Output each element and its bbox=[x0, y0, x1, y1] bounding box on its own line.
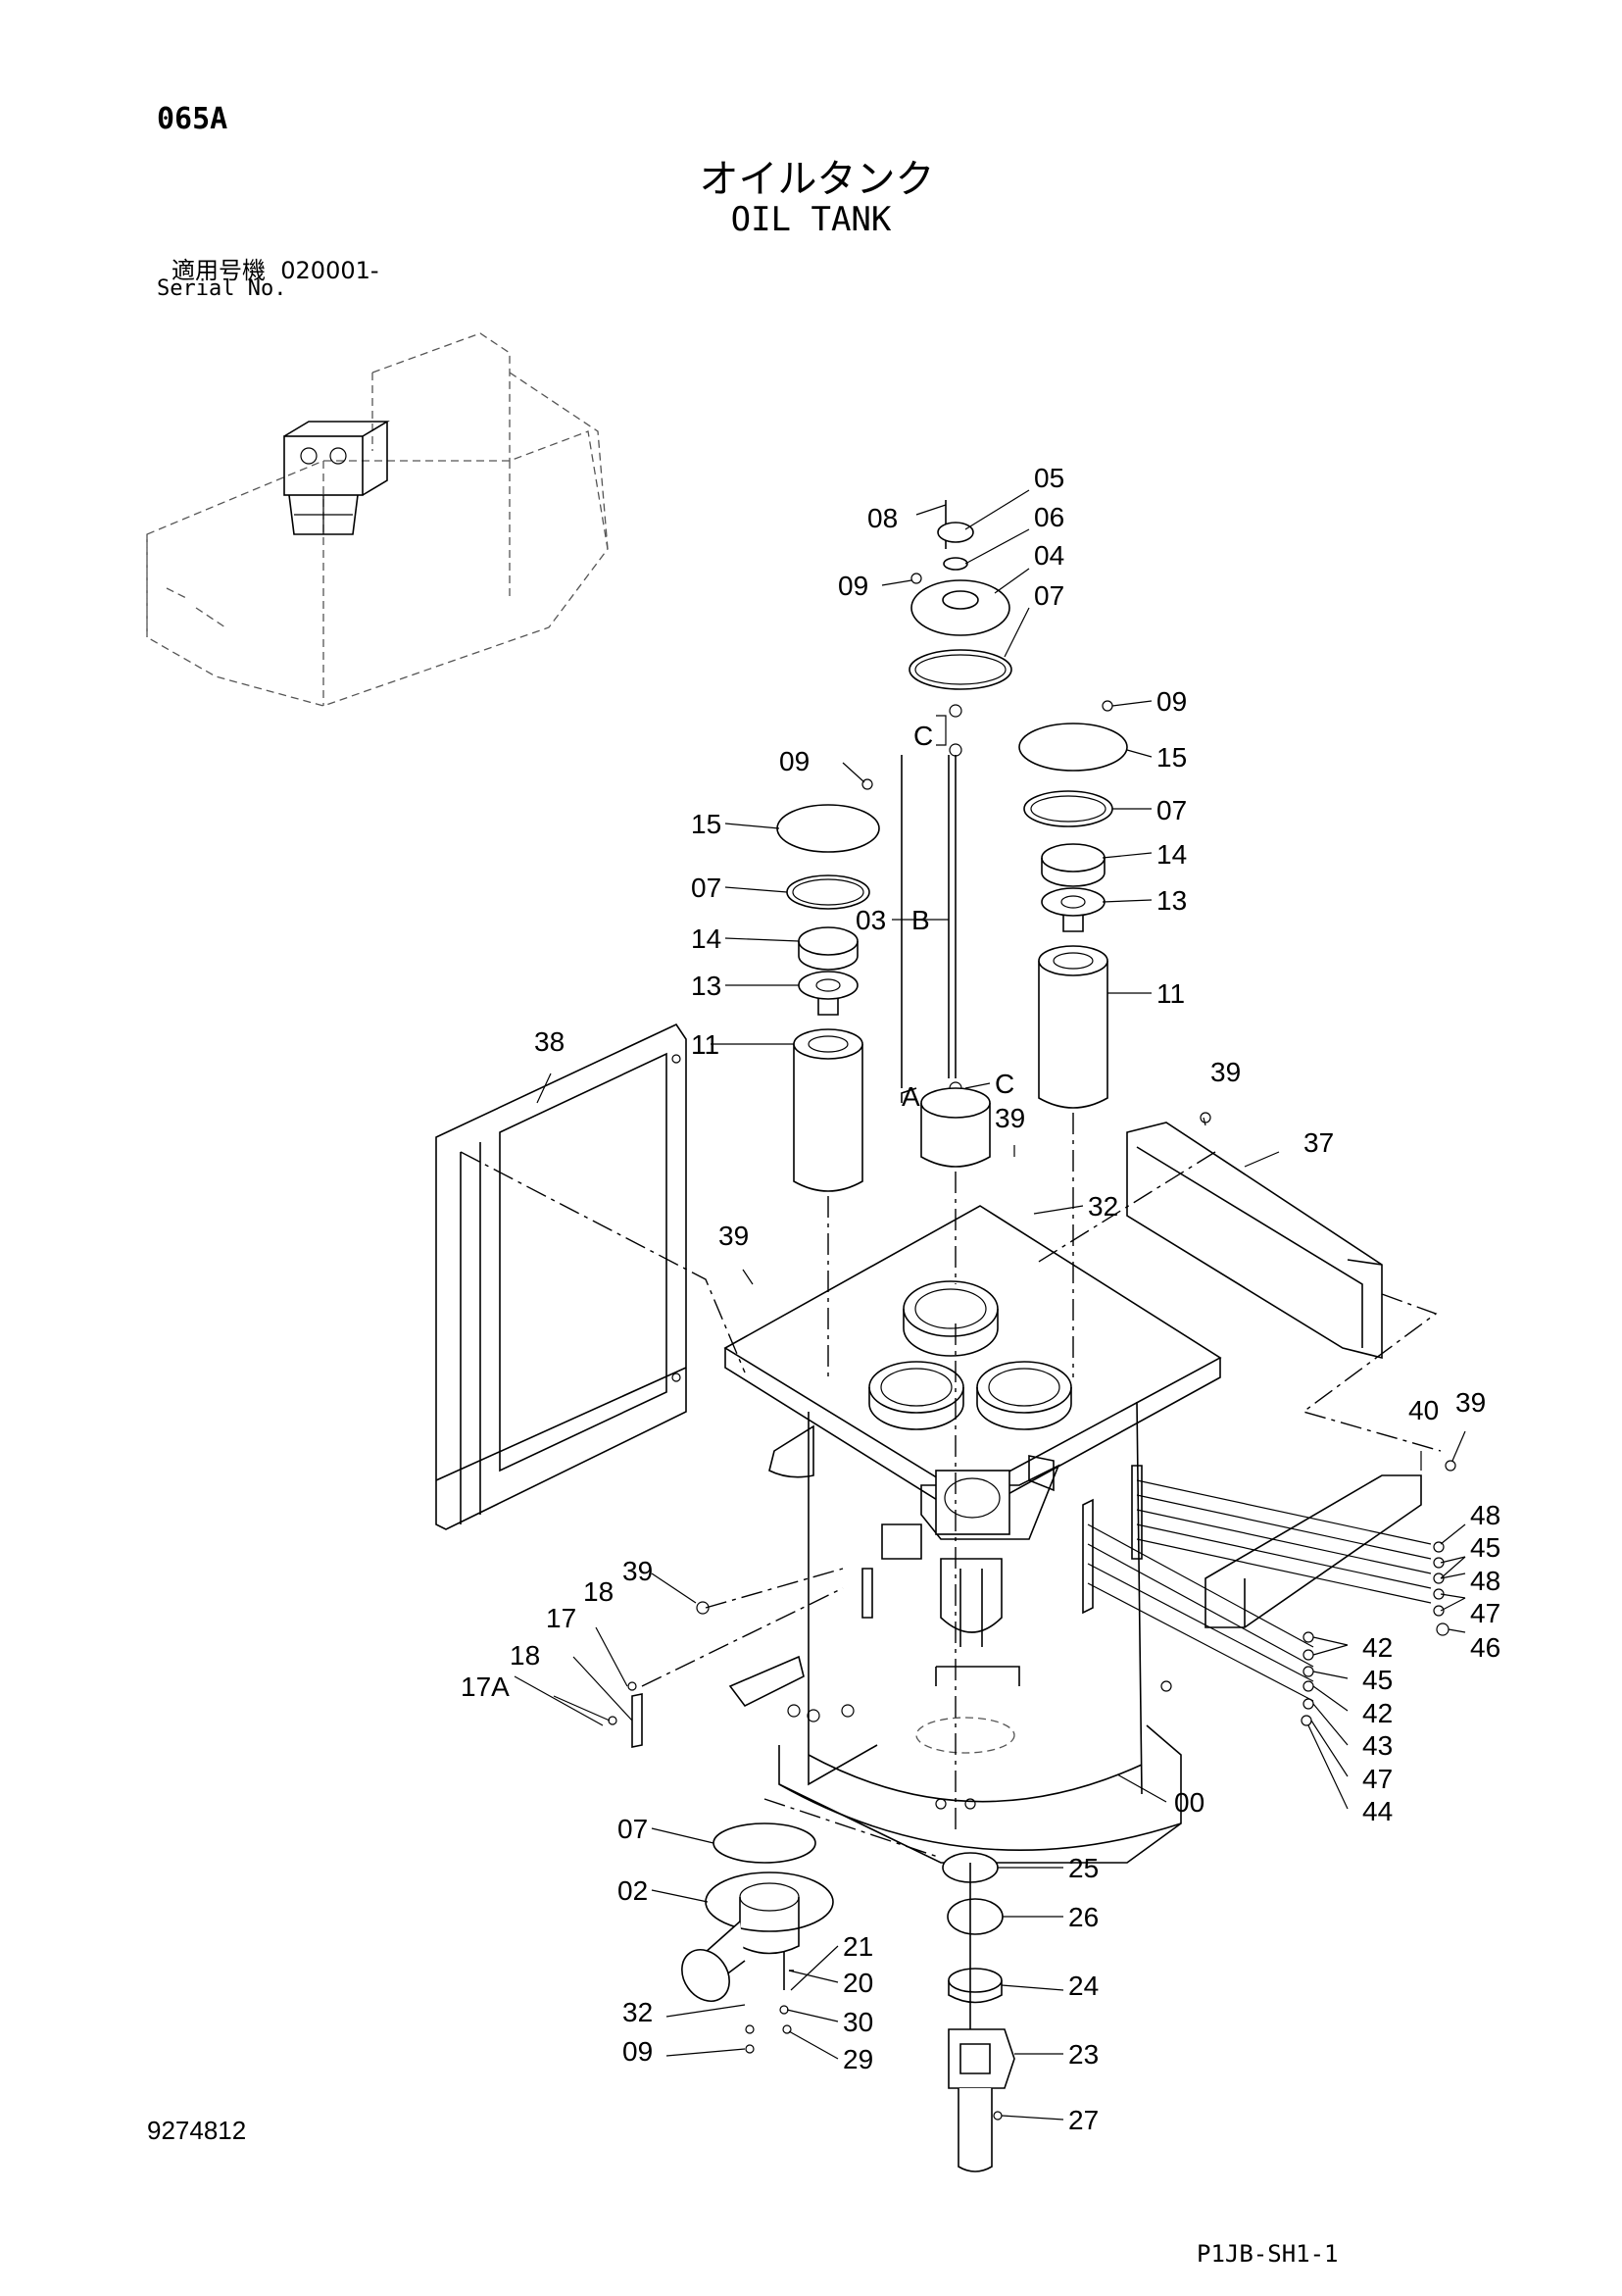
callout-32: 32 bbox=[622, 1997, 653, 2027]
callout-42: 42 bbox=[1362, 1698, 1393, 1728]
callout-45: 45 bbox=[1470, 1532, 1500, 1563]
callout-14: 14 bbox=[1156, 839, 1187, 870]
callout-08: 08 bbox=[867, 503, 898, 533]
callout-09: 09 bbox=[838, 571, 868, 601]
callout-07: 07 bbox=[1034, 580, 1064, 611]
callout-18: 18 bbox=[510, 1640, 540, 1671]
callout-25: 25 bbox=[1068, 1853, 1099, 1883]
callout-17A: 17A bbox=[461, 1672, 510, 1702]
callout-32: 32 bbox=[1088, 1191, 1118, 1222]
callout-23: 23 bbox=[1068, 2039, 1099, 2070]
callout-14: 14 bbox=[691, 923, 721, 954]
callout-46: 46 bbox=[1470, 1632, 1500, 1663]
callout-39: 39 bbox=[995, 1103, 1025, 1133]
callout-09: 09 bbox=[622, 2036, 653, 2067]
callout-07: 07 bbox=[691, 873, 721, 903]
callout-03: 03 bbox=[856, 905, 886, 935]
callout-39: 39 bbox=[1210, 1057, 1241, 1087]
serial-info: 適用号機 020001- bbox=[172, 251, 379, 285]
callout-00: 00 bbox=[1174, 1787, 1204, 1818]
callout-02: 02 bbox=[617, 1875, 648, 1906]
callout-20: 20 bbox=[843, 1968, 873, 1998]
callout-06: 06 bbox=[1034, 502, 1064, 532]
callout-04: 04 bbox=[1034, 540, 1064, 571]
serial-range: 020001- bbox=[280, 257, 379, 284]
callout-09: 09 bbox=[1156, 686, 1187, 717]
callout-07: 07 bbox=[1156, 795, 1187, 825]
callout-47: 47 bbox=[1362, 1764, 1393, 1794]
callout-48: 48 bbox=[1470, 1566, 1500, 1596]
side-cover-37 bbox=[1033, 1112, 1442, 1452]
document-number: 9274812 bbox=[147, 2116, 247, 2145]
callout-17: 17 bbox=[546, 1603, 576, 1633]
callout-11: 11 bbox=[691, 1029, 719, 1060]
callout-11: 11 bbox=[1156, 978, 1185, 1009]
callout-18: 18 bbox=[583, 1576, 614, 1607]
callout-38: 38 bbox=[534, 1026, 565, 1057]
callout-labels: 05 08 06 04 09 07 09 15 07 14 13 11 09 1… bbox=[461, 463, 1500, 2135]
callout-26: 26 bbox=[1068, 1902, 1099, 1932]
ref-C: C bbox=[913, 721, 933, 751]
ref-A: A bbox=[902, 1081, 920, 1112]
callout-39: 39 bbox=[718, 1221, 749, 1251]
callout-27: 27 bbox=[1068, 2105, 1099, 2135]
callout-37: 37 bbox=[1303, 1127, 1334, 1158]
callout-13: 13 bbox=[1156, 885, 1187, 916]
callout-07: 07 bbox=[617, 1814, 648, 1844]
callout-21: 21 bbox=[843, 1931, 873, 1962]
callout-40: 40 bbox=[1408, 1395, 1439, 1425]
callout-30: 30 bbox=[843, 2007, 873, 2037]
callout-05: 05 bbox=[1034, 463, 1064, 493]
callout-24: 24 bbox=[1068, 1971, 1099, 2001]
cap-assembly bbox=[901, 500, 1012, 1833]
callout-42: 42 bbox=[1362, 1632, 1393, 1663]
page-title-jp: オイルタンク bbox=[699, 157, 935, 202]
callout-15: 15 bbox=[1156, 742, 1187, 773]
page-code: 065A bbox=[157, 102, 228, 136]
page-title-en: OIL TANK bbox=[730, 200, 892, 239]
lower-left-brackets bbox=[608, 1568, 844, 1748]
callout-47: 47 bbox=[1470, 1598, 1500, 1628]
callout-29: 29 bbox=[843, 2044, 873, 2074]
tank-body bbox=[723, 1205, 1222, 1864]
callout-43: 43 bbox=[1362, 1730, 1393, 1761]
serial-label-en: Serial No. bbox=[157, 276, 287, 301]
callout-45: 45 bbox=[1362, 1665, 1393, 1695]
side-cover-38 bbox=[435, 1023, 746, 1530]
sheet-reference: P1JB-SH1-1 bbox=[1197, 2240, 1339, 2268]
drain-stack bbox=[942, 1852, 1015, 2172]
callout-09: 09 bbox=[779, 746, 810, 776]
leader-lines bbox=[514, 489, 1466, 2121]
callout-39: 39 bbox=[622, 1556, 653, 1586]
callout-15: 15 bbox=[691, 809, 721, 839]
right-filter-stack bbox=[1018, 700, 1128, 1377]
callout-13: 13 bbox=[691, 971, 721, 1001]
callout-44: 44 bbox=[1362, 1796, 1393, 1826]
callout-48: 48 bbox=[1470, 1500, 1500, 1530]
serial-label-jp: 適用号機 bbox=[172, 257, 266, 284]
callout-39: 39 bbox=[1455, 1387, 1486, 1418]
left-filter-stack bbox=[776, 778, 880, 1377]
ref-B: B bbox=[911, 905, 930, 935]
machine-overview-inset bbox=[146, 332, 609, 707]
ref-C: C bbox=[995, 1069, 1014, 1099]
